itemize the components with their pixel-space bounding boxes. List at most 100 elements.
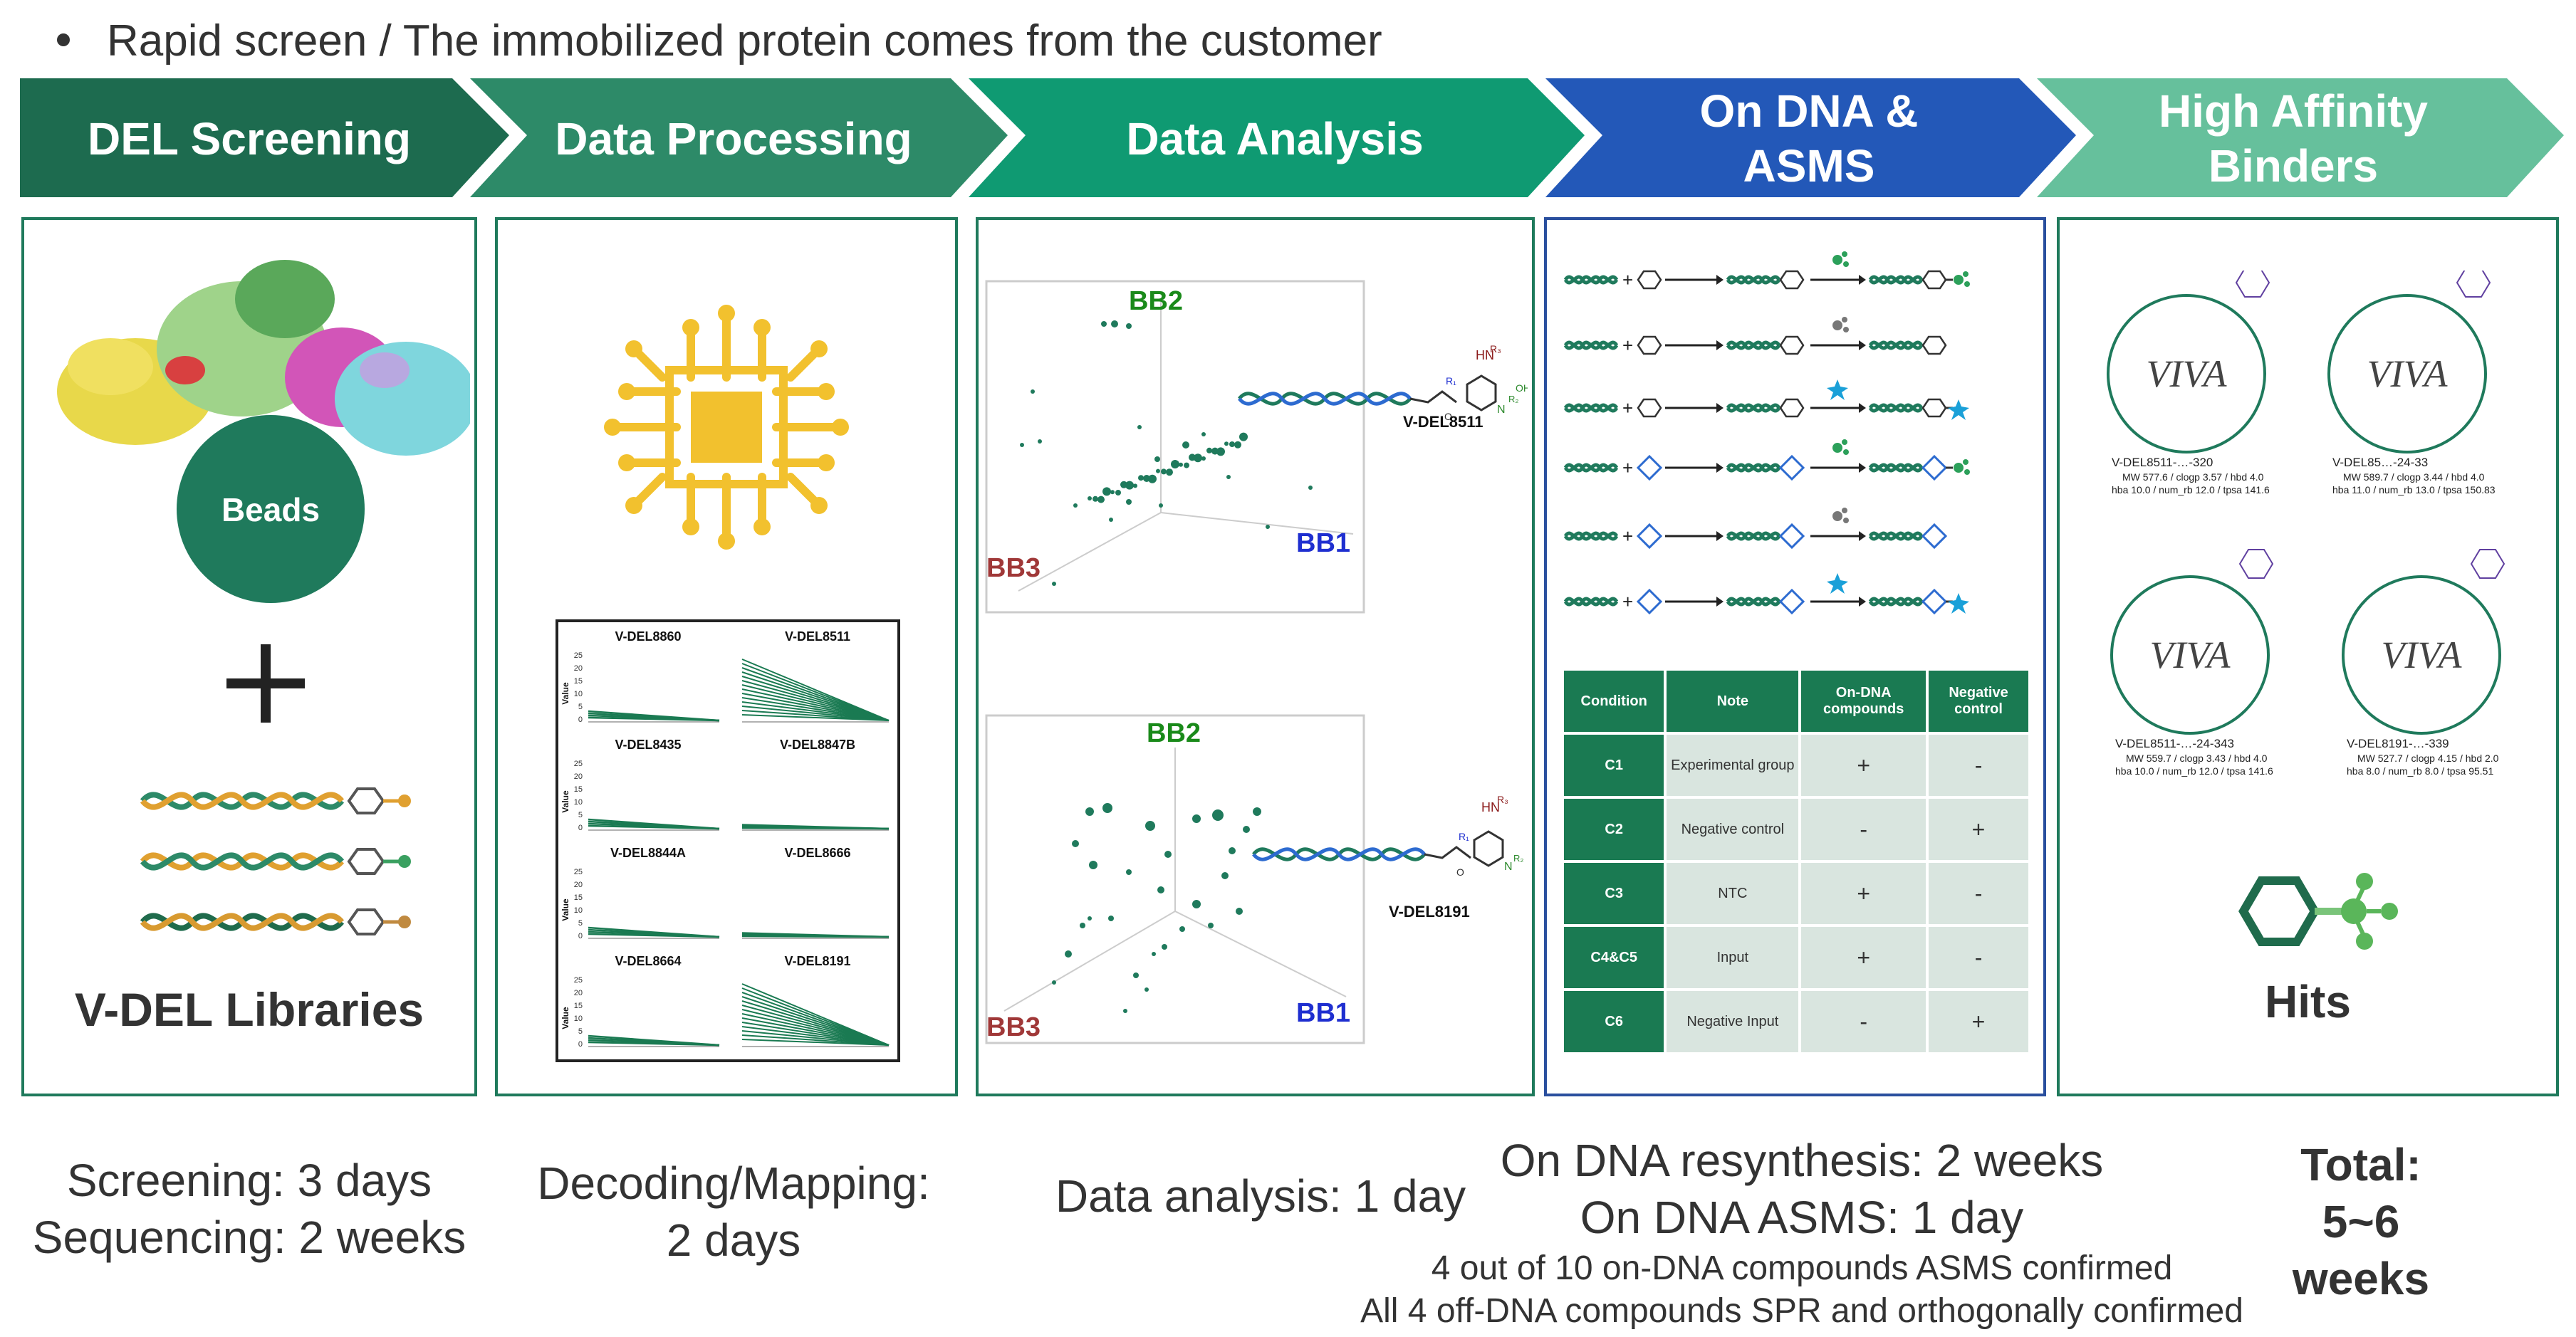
- cell-negative: -: [1929, 927, 2028, 988]
- svg-text:R₁: R₁: [1459, 831, 1469, 842]
- compound-point: [1133, 483, 1137, 488]
- stage-arrow-5: [2037, 78, 2564, 197]
- compound-point: [1052, 582, 1056, 586]
- y-tick-label: 5: [578, 1027, 583, 1036]
- cell-condition: C4&C5: [1564, 927, 1664, 988]
- cell-condition: C3: [1564, 863, 1664, 924]
- mini-plot-title: V-DEL8664: [615, 954, 681, 968]
- cell-on-dna: -: [1801, 799, 1926, 860]
- reaction-row: +: [1563, 439, 1970, 481]
- compound-point: [1206, 447, 1212, 453]
- compound-id: V-DEL8511-…-320: [2112, 456, 2213, 469]
- mini-plot-title: V-DEL8844A: [610, 846, 686, 860]
- compound-point: [1133, 972, 1139, 978]
- svg-text:R₃: R₃: [1490, 343, 1501, 355]
- y-axis-label: Value: [560, 898, 570, 921]
- compound-point: [1109, 518, 1113, 522]
- compound-props-1: MW 577.6 / clogp 3.57 / hbd 4.0: [2122, 471, 2264, 483]
- timing-screening: Screening: 3 days: [66, 1155, 432, 1206]
- y-tick-label: 15: [574, 1002, 583, 1010]
- note-spr-confirmed: All 4 off-DNA compounds SPR and orthogon…: [1360, 1292, 2243, 1330]
- compound-point: [1221, 872, 1229, 879]
- table-row: C3 NTC + -: [1564, 863, 2028, 924]
- cell-note: NTC: [1667, 863, 1799, 924]
- y-tick-label: 15: [574, 785, 583, 794]
- mini-plot: V-DEL8511: [741, 629, 890, 723]
- viva-logo-text: VIVA: [2150, 634, 2231, 676]
- compound-point: [1156, 468, 1160, 473]
- enrichment-line: [588, 1034, 720, 1047]
- reaction-row: +: [1563, 317, 1947, 356]
- svg-text:+: +: [1622, 525, 1633, 547]
- compound-id: V-DEL85…-24-33: [2332, 456, 2428, 469]
- condition-table-wrap: Condition Note On-DNA compounds Negative…: [1561, 668, 2031, 1055]
- mini-plot-title: V-DEL8191: [784, 954, 850, 968]
- mini-plot-title: V-DEL8847B: [780, 738, 855, 752]
- timing-data-analysis: Data analysis: 1 day: [1055, 1170, 1466, 1222]
- timing-col4: On DNA resynthesis: 2 weeks On DNA ASMS:…: [1460, 1132, 2144, 1246]
- protein-bead-illustration: Beads: [57, 260, 470, 603]
- y-tick-label: 15: [574, 893, 583, 902]
- compound-point: [1253, 807, 1261, 816]
- svg-text:N: N: [1497, 404, 1506, 416]
- table-row: C2 Negative control - +: [1564, 799, 2028, 860]
- cell-note: Negative Input: [1667, 991, 1799, 1052]
- y-tick-label: 10: [574, 1014, 583, 1023]
- mini-plot-title: V-DEL8511: [785, 629, 850, 644]
- y-tick-label: 20: [574, 881, 583, 889]
- y-tick-label: 20: [574, 664, 583, 673]
- viva-logo-circle: [2342, 575, 2501, 735]
- compound-props-2: hba 10.0 / num_rb 12.0 / tpsa 141.6: [2112, 484, 2270, 496]
- stage-chevron-bar: [20, 78, 2564, 197]
- compound-point: [1088, 916, 1092, 921]
- header-bullet-text: Rapid screen / The immobilized protein c…: [107, 16, 1382, 65]
- svg-text:R₂: R₂: [1513, 853, 1523, 864]
- compound-point: [1166, 468, 1173, 476]
- compound-point: [1192, 900, 1201, 908]
- compound-point: [1102, 803, 1112, 813]
- cell-negative: +: [1929, 991, 2028, 1052]
- compound-point: [1152, 952, 1156, 956]
- cell-condition: C2: [1564, 799, 1664, 860]
- y-tick-label: 25: [574, 976, 583, 985]
- compound-point: [1052, 980, 1056, 985]
- stage-label-4-text: On DNA & ASMS: [1699, 85, 1919, 192]
- mini-plot: V-DEL8847B: [741, 738, 890, 831]
- compound-point: [1157, 886, 1164, 893]
- y-tick-label: 0: [578, 932, 583, 940]
- svg-text:HN: HN: [1476, 348, 1494, 362]
- compound-point: [1126, 869, 1132, 875]
- y-tick-label: 20: [574, 989, 583, 997]
- table-row: C4&C5 Input + -: [1564, 927, 2028, 988]
- bb2-label: BB2: [1129, 286, 1183, 316]
- reaction-row: +: [1563, 379, 1969, 420]
- mini-plot-title: V-DEL8666: [784, 846, 850, 860]
- compound-props-1: MW 589.7 / clogp 3.44 / hbd 4.0: [2343, 471, 2485, 483]
- bead-circle: [177, 415, 365, 603]
- on-dna-reaction-scheme: ++++++: [1563, 251, 1970, 615]
- compound-point: [1125, 481, 1134, 490]
- compound-point: [1088, 496, 1092, 500]
- y-tick-label: 5: [578, 703, 583, 711]
- compound-point: [1201, 456, 1206, 461]
- mini-plot-title: V-DEL8860: [615, 629, 681, 644]
- compound-point: [1239, 432, 1248, 441]
- col-condition: Condition: [1564, 671, 1664, 732]
- compound-point: [1093, 496, 1098, 502]
- hits-label: Hits: [2265, 976, 2351, 1027]
- compound-point: [1137, 425, 1142, 429]
- compound-point: [1085, 807, 1094, 816]
- viva-logo-circle: [2110, 575, 2270, 735]
- compound-id: V-DEL8511-…-24-343: [2115, 737, 2234, 750]
- compound-props-2: hba 11.0 / num_rb 13.0 / tpsa 150.83: [2332, 484, 2496, 496]
- y-tick-label: 10: [574, 798, 583, 807]
- stage-label-4: On DNA & ASMS: [1617, 78, 2001, 199]
- enrichment-line: [741, 824, 890, 830]
- col-note: Note: [1667, 671, 1799, 732]
- enrichment-plots-grid: V-DEL88602520151050ValueV-DEL8511V-DEL84…: [556, 619, 900, 1062]
- svg-text:+: +: [1622, 457, 1633, 478]
